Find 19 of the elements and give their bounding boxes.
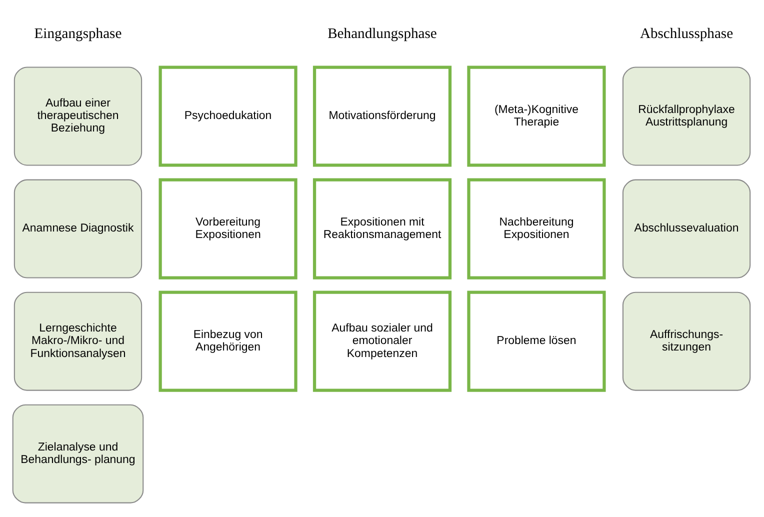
node-box: Einbezug von Angehörigen [158,290,298,392]
node-box: Zielanalyse und Behandlungs- planung [12,404,144,503]
node-box: Anamnese Diagnostik [14,178,142,278]
node-box: Motivationsförderung [312,65,452,166]
node-box: Probleme lösen [467,290,606,392]
label: Abschlussphase [640,25,734,42]
node-box: Psychoedukation [158,65,298,166]
node-box: Expositionen mit Reaktionsmanagement [312,178,452,279]
node-box: Auffrischungs- sitzungen [622,291,751,390]
node-box: Vorbereitung Expositionen [158,178,298,279]
label: Eingangsphase [34,25,122,42]
node-box: Aufbau sozialer und emotionaler Kompetenzen [312,290,452,392]
node-box: (Meta-)Kognitive Therapie [467,65,606,166]
node-box: Lerngeschichte Makro-/Mikro- und Funktionsanalysen [14,291,142,390]
node-box: Nachbereitung Expositionen [467,178,606,279]
node-box: Abschlussevaluation [622,178,751,278]
node-box: Rückfallprophylaxe Austrittsplanung [622,66,751,166]
node-box: Aufbau einer therapeutischen Beziehung [14,66,142,166]
label: Behandlungsphase [328,25,437,42]
